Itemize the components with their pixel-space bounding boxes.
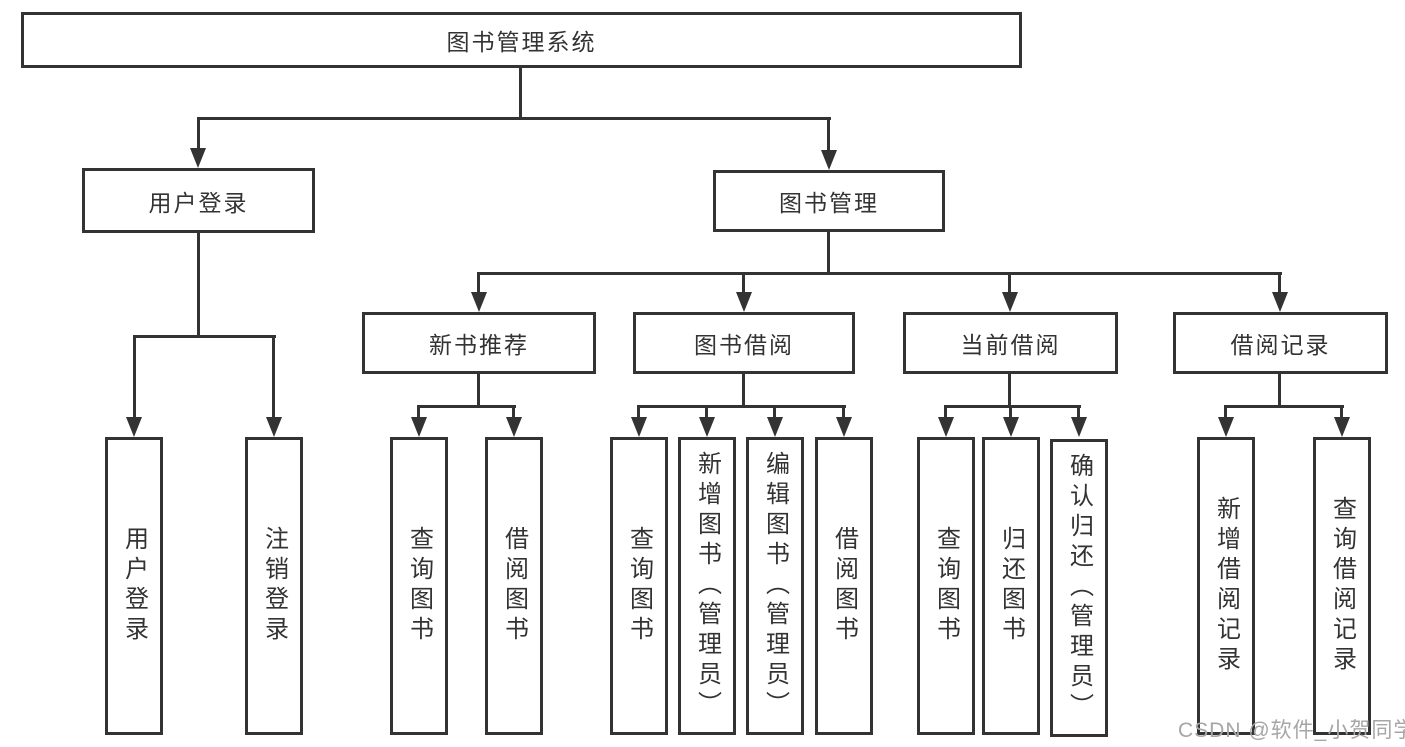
connector-line: [742, 272, 745, 292]
leaf-borrow-books-recommend: 借阅图书: [485, 437, 543, 735]
leaf-query-borrow-record: 查询借阅记录: [1313, 437, 1371, 735]
connector-line: [197, 117, 831, 120]
connector-line: [519, 68, 522, 117]
leaf-add-books-admin: 新增图书（管理员）: [678, 437, 736, 735]
connector-line: [512, 405, 515, 419]
leaf-return-books: 归还图书: [982, 437, 1040, 735]
connector-line: [1224, 405, 1344, 408]
connector-line: [827, 117, 830, 150]
watermark: CSDN @软件_小贺同学: [1178, 719, 1405, 742]
connector-line: [133, 335, 136, 417]
leaf-logout: 注销登录: [245, 437, 303, 735]
connector-line: [944, 405, 1081, 408]
arrow-down-icon: [938, 417, 954, 437]
connector-line: [637, 405, 640, 419]
leaf-query-books-recommend: 查询图书: [390, 437, 448, 735]
connector-line: [1278, 272, 1281, 292]
node-root: 图书管理系统: [21, 12, 1022, 68]
connector-line: [1008, 373, 1011, 405]
arrow-down-icon: [190, 148, 206, 168]
leaf-query-books-borrowing: 查询图书: [610, 437, 668, 735]
leaf-confirm-return-admin: 确认归还（管理员）: [1050, 439, 1108, 737]
connector-line: [197, 117, 200, 148]
connector-line: [773, 405, 776, 419]
node-book-management: 图书管理: [713, 170, 945, 232]
node-book-borrowing: 图书借阅: [633, 312, 855, 374]
connector-line: [1077, 405, 1080, 419]
arrow-down-icon: [821, 150, 837, 170]
connector-line: [1009, 405, 1012, 419]
arrow-down-icon: [699, 417, 715, 437]
connector-line: [272, 335, 275, 417]
arrow-down-icon: [1218, 417, 1234, 437]
connector-line: [944, 405, 947, 419]
leaf-query-books-current: 查询图书: [917, 437, 975, 735]
connector-line: [197, 233, 200, 335]
arrow-down-icon: [1002, 292, 1018, 312]
connector-line: [477, 272, 480, 292]
connector-line: [1008, 272, 1011, 292]
connector-line: [705, 405, 708, 419]
node-current-borrowing: 当前借阅: [903, 312, 1118, 374]
node-user-login-branch: 用户登录: [82, 168, 315, 233]
arrow-down-icon: [266, 417, 282, 437]
connector-line: [842, 405, 845, 419]
leaf-borrow-books-borrowing: 借阅图书: [815, 437, 873, 735]
arrow-down-icon: [631, 417, 647, 437]
connector-line: [637, 405, 846, 408]
arrow-down-icon: [1272, 292, 1288, 312]
arrow-down-icon: [411, 417, 427, 437]
arrow-down-icon: [1071, 417, 1087, 437]
arrow-down-icon: [126, 417, 142, 437]
arrow-down-icon: [1003, 417, 1019, 437]
arrow-down-icon: [767, 417, 783, 437]
node-new-book-recommend: 新书推荐: [362, 312, 596, 374]
node-borrowing-records: 借阅记录: [1173, 312, 1388, 374]
connector-line: [417, 405, 420, 419]
connector-line: [477, 272, 1282, 275]
arrow-down-icon: [1334, 417, 1350, 437]
leaf-edit-books-admin: 编辑图书（管理员）: [746, 437, 804, 735]
connector-line: [133, 335, 276, 338]
connector-line: [827, 232, 830, 272]
connector-line: [1340, 405, 1343, 419]
arrow-down-icon: [736, 292, 752, 312]
connector-line: [1224, 405, 1227, 419]
connector-line: [477, 373, 480, 405]
leaf-user-login: 用户登录: [105, 437, 163, 735]
connector-line: [742, 373, 745, 405]
arrow-down-icon: [471, 292, 487, 312]
connector-line: [1278, 373, 1281, 405]
connector-line: [417, 405, 516, 408]
arrow-down-icon: [836, 417, 852, 437]
leaf-add-borrow-record: 新增借阅记录: [1197, 437, 1255, 735]
arrow-down-icon: [506, 417, 522, 437]
